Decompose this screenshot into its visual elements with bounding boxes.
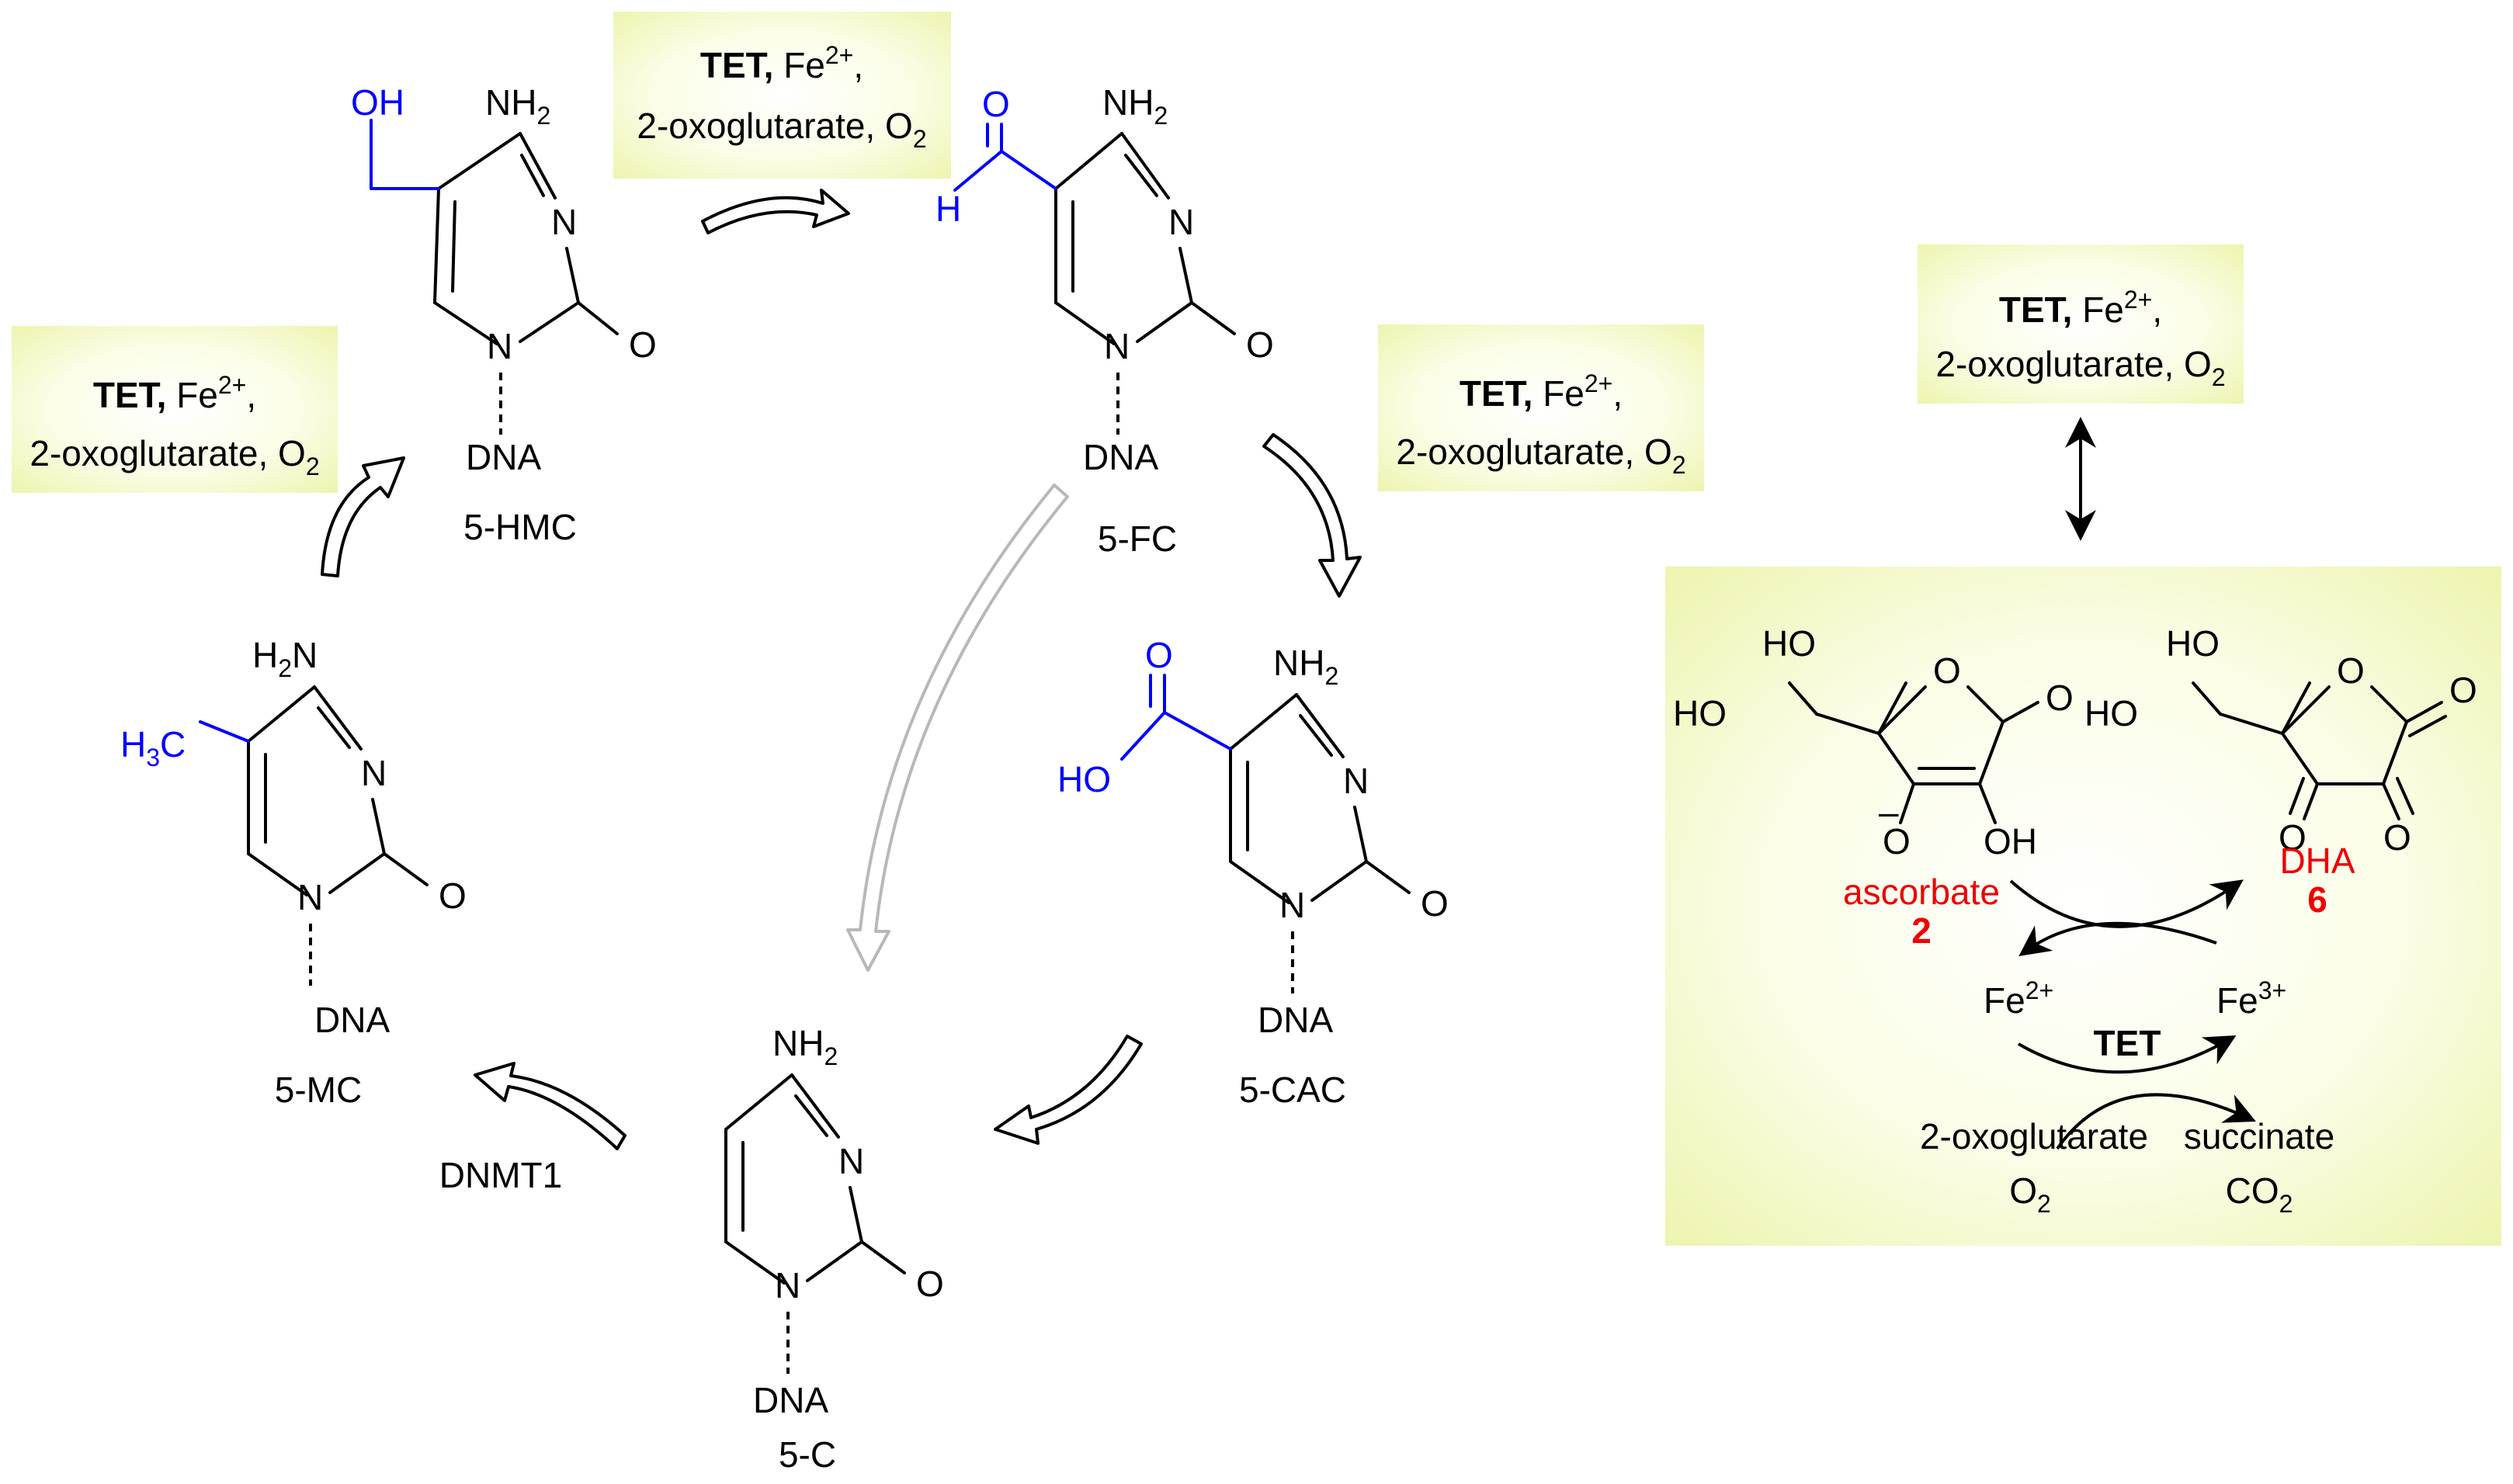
- svg-text:N: N: [551, 202, 577, 242]
- condition-box-right: TET, Fe2+, 2-oxoglutarate, O2: [1378, 324, 1704, 491]
- molecule-5-mc: H2N N O N DNA H3C 5-MC: [120, 635, 467, 1110]
- svg-text:O: O: [1246, 324, 1274, 365]
- arc-oxoglutarate-to-succinate: [2056, 1093, 2256, 1150]
- svg-text:NH2: NH2: [1273, 643, 1338, 690]
- svg-text:TET, Fe2+,: TET, Fe2+,: [1460, 369, 1623, 414]
- svg-text:2-oxoglutarate, O2: 2-oxoglutarate, O2: [637, 106, 926, 153]
- svg-text:TET, Fe2+,: TET, Fe2+,: [93, 371, 256, 415]
- molecule-5-fc: NH2 N O N DNA O H 5-FC: [935, 82, 1274, 559]
- arrow-fc-to-c-grey: [846, 484, 1069, 972]
- molecule-ascorbate: HO HO O O O – OH ascorbate 2: [1673, 623, 2074, 951]
- svg-text:DNA: DNA: [1258, 1000, 1333, 1040]
- svg-text:H: H: [935, 189, 961, 229]
- svg-text:OH: OH: [351, 82, 404, 123]
- svg-text:2-oxoglutarate, O2: 2-oxoglutarate, O2: [1935, 344, 2225, 391]
- molecule-5-hmc: NH2 N O N DNA OH 5-HMC: [351, 82, 657, 547]
- molecule-5-cac: NH2 N O N DNA O HO 5-CAC: [1057, 635, 1449, 1110]
- svg-text:N: N: [361, 753, 387, 793]
- condition-box-far-right: TET, Fe2+, 2-oxoglutarate, O2: [1918, 244, 2244, 404]
- svg-text:ascorbate: ascorbate: [1843, 872, 2000, 912]
- molecule-5-c: NH2 N O N DNA 5-C: [724, 1023, 944, 1475]
- svg-text:5-FC: 5-FC: [1098, 518, 1177, 559]
- svg-text:O: O: [2449, 670, 2477, 710]
- arc-fe2-to-fe3: [2018, 1035, 2237, 1074]
- condition-box-left: TET, Fe2+, 2-oxoglutarate, O2: [12, 326, 338, 493]
- svg-text:O: O: [2279, 817, 2306, 858]
- svg-text:DNA: DNA: [466, 437, 541, 477]
- svg-text:DNA: DNA: [314, 1000, 390, 1040]
- svg-text:5-C: 5-C: [779, 1434, 836, 1475]
- svg-text:O: O: [629, 324, 657, 365]
- svg-text:O: O: [916, 1264, 944, 1304]
- arrow-fc-to-cac: [1262, 433, 1362, 598]
- redox-panel: HO HO O O O – OH ascorbate 2 HO: [1665, 567, 2501, 1246]
- svg-text:O: O: [982, 84, 1010, 124]
- svg-text:NH2: NH2: [1102, 82, 1168, 130]
- svg-text:N: N: [1279, 885, 1305, 925]
- svg-text:H2N: H2N: [252, 635, 318, 682]
- svg-text:TET, Fe2+,: TET, Fe2+,: [1999, 286, 2162, 330]
- svg-text:OH: OH: [1984, 821, 2037, 862]
- svg-text:DNA: DNA: [753, 1380, 828, 1420]
- svg-text:NH2: NH2: [485, 82, 550, 130]
- svg-text:–: –: [1879, 792, 1899, 832]
- arrow-mc-to-hmc: [321, 456, 405, 577]
- arrow-c-to-mc: [474, 1062, 627, 1150]
- svg-text:TET, Fe2+,: TET, Fe2+,: [700, 41, 863, 85]
- svg-text:succinate: succinate: [2184, 1116, 2334, 1156]
- svg-text:CO2: CO2: [2226, 1170, 2293, 1218]
- svg-text:O: O: [439, 875, 467, 916]
- svg-text:O2: O2: [2009, 1170, 2051, 1218]
- svg-text:HO: HO: [2166, 623, 2220, 664]
- svg-text:N: N: [1343, 761, 1369, 801]
- svg-text:DHA: DHA: [2279, 841, 2355, 881]
- svg-text:DNA: DNA: [1083, 437, 1158, 477]
- arrow-hmc-to-fc: [701, 189, 850, 234]
- svg-text:HO: HO: [2084, 693, 2138, 733]
- svg-text:HO: HO: [1673, 693, 1727, 733]
- svg-text:Fe3+: Fe3+: [2216, 976, 2286, 1021]
- condition-box-top: TET, Fe2+, 2-oxoglutarate, O2: [613, 12, 951, 179]
- svg-text:2: 2: [1911, 910, 1932, 951]
- svg-text:O: O: [2337, 650, 2365, 691]
- svg-text:6: 6: [2307, 879, 2327, 920]
- svg-text:H3C: H3C: [120, 724, 186, 771]
- svg-text:2-oxoglutarate, O2: 2-oxoglutarate, O2: [30, 433, 319, 480]
- svg-text:O: O: [1421, 883, 1449, 924]
- svg-text:O: O: [1933, 650, 1961, 691]
- svg-text:N: N: [1168, 202, 1194, 242]
- svg-text:O: O: [1883, 821, 1911, 862]
- arc-fe3-to-fe2: [2018, 921, 2217, 957]
- svg-text:Fe2+: Fe2+: [1984, 976, 2053, 1021]
- svg-text:5-CAC: 5-CAC: [1239, 1070, 1346, 1110]
- svg-text:O: O: [2046, 678, 2074, 718]
- molecule-dha: HO HO O O O O DHA 6: [2084, 623, 2477, 920]
- svg-text:NH2: NH2: [772, 1023, 838, 1070]
- svg-text:2-oxoglutarate, O2: 2-oxoglutarate, O2: [1396, 432, 1685, 479]
- svg-text:HO: HO: [1057, 759, 1111, 799]
- svg-text:2-oxoglutarate: 2-oxoglutarate: [1920, 1116, 2148, 1156]
- arc-ascorbate-to-dha: [2009, 879, 2244, 928]
- svg-text:N: N: [487, 326, 512, 366]
- svg-text:N: N: [838, 1141, 864, 1181]
- svg-text:TET: TET: [2094, 1023, 2161, 1063]
- arrow-cac-to-c: [994, 1035, 1143, 1145]
- svg-text:N: N: [1104, 326, 1130, 366]
- svg-text:HO: HO: [1762, 623, 1816, 664]
- svg-text:5-HMC: 5-HMC: [463, 507, 577, 547]
- svg-text:N: N: [297, 877, 323, 917]
- svg-text:5-MC: 5-MC: [275, 1070, 362, 1110]
- svg-text:O: O: [1145, 635, 1173, 675]
- label-dnmt1: DNMT1: [439, 1155, 562, 1195]
- svg-text:N: N: [775, 1265, 800, 1305]
- svg-text:O: O: [2383, 817, 2411, 858]
